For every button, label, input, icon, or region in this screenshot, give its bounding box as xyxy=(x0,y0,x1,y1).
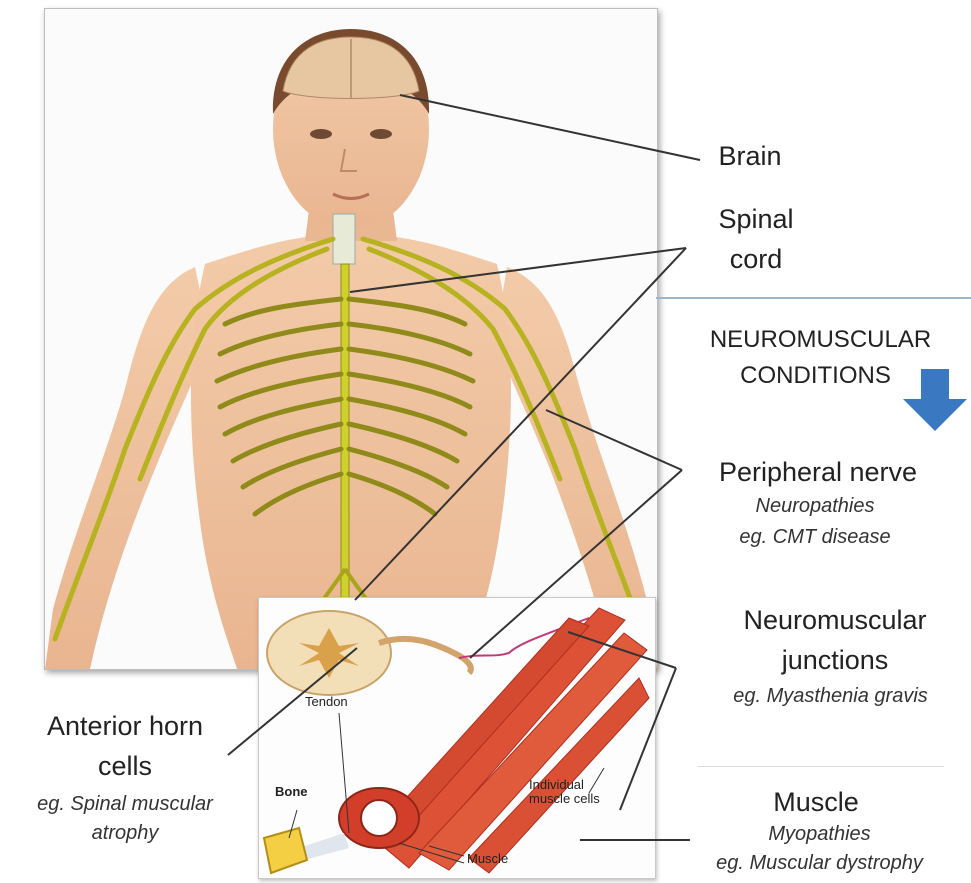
divider-top xyxy=(656,297,971,299)
peripheral-sub1: Neuropathies xyxy=(700,494,930,519)
muscle-subtext: Myopathies eg. Muscular dystrophy xyxy=(668,822,971,876)
peripheral-subtext: Neuropathies eg. CMT disease xyxy=(700,494,930,550)
label-spinal-line1: Spinal xyxy=(706,203,806,237)
nmj-line2: junctions xyxy=(700,644,970,678)
label-muscle: Muscle xyxy=(716,786,916,820)
anterior-sub2: atrophy xyxy=(0,821,250,846)
label-spinal-line2: cord xyxy=(706,243,806,277)
nmj-line1: Neuromuscular xyxy=(700,604,970,638)
anterior-sub1: eg. Spinal muscular xyxy=(0,792,250,817)
label-spinal-cord: Spinal cord xyxy=(706,203,806,277)
label-anterior-horn-cells: Anterior horn cells xyxy=(0,710,250,784)
muscle-sub2: eg. Muscular dystrophy xyxy=(668,851,971,876)
heading-line1: NEUROMUSCULAR xyxy=(670,325,971,355)
anterior-subtext: eg. Spinal muscular atrophy xyxy=(0,792,250,846)
muscle-sub1: Myopathies xyxy=(668,822,971,847)
divider-bottom xyxy=(698,766,944,767)
nmj-subtext: eg. Myasthenia gravis xyxy=(690,684,971,709)
label-neuromuscular-junctions: Neuromuscular junctions xyxy=(700,604,970,678)
peripheral-sub2: eg. CMT disease xyxy=(700,525,930,550)
down-arrow-icon xyxy=(903,365,971,435)
anterior-line2: cells xyxy=(0,750,250,784)
label-brain: Brain xyxy=(710,140,790,174)
anterior-line1: Anterior horn xyxy=(0,710,250,744)
label-peripheral-nerve: Peripheral nerve xyxy=(678,456,958,490)
